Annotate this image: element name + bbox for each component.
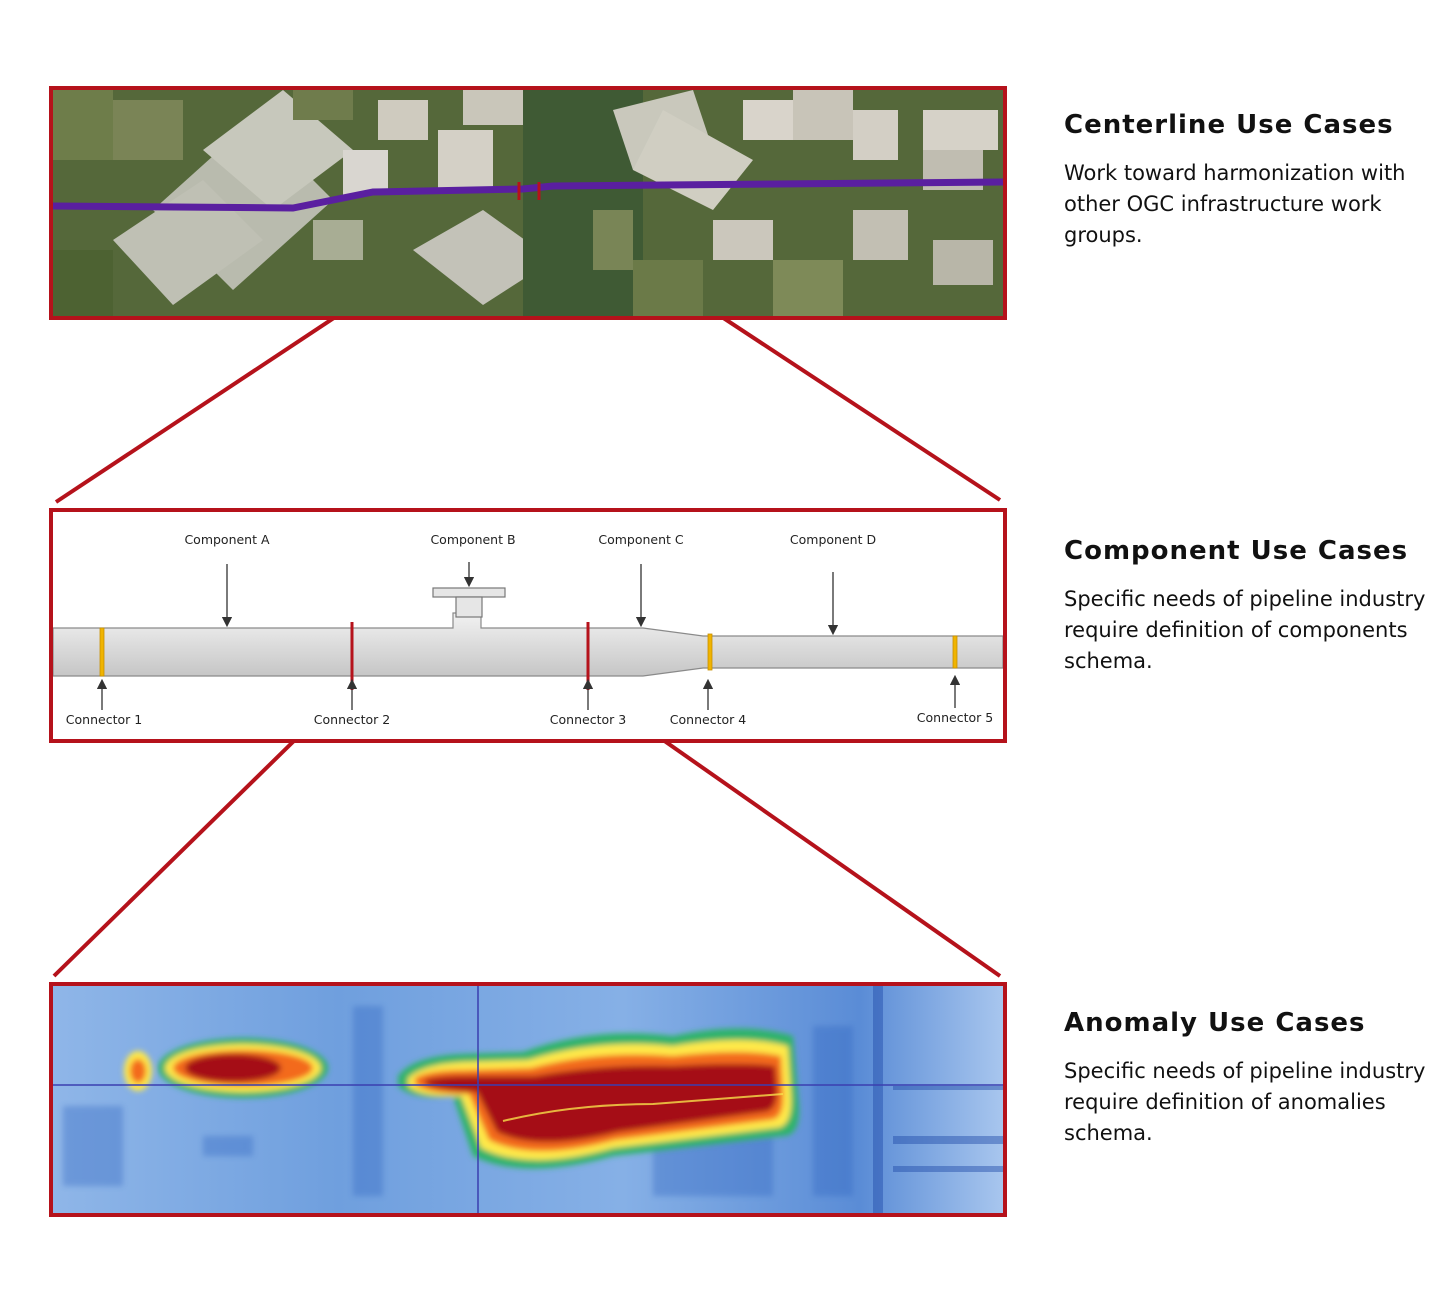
component-diagram-panel: Component A Component B Component C Comp… [49, 508, 1007, 743]
pipeline-component-diagram: Component A Component B Component C Comp… [53, 532, 1003, 727]
centerline-description: Work toward harmonization with other OGC… [1064, 161, 1406, 247]
connector-band-5 [952, 635, 958, 669]
connector-band-4 [707, 633, 713, 671]
pipeline-centerline [53, 178, 1003, 212]
label-connector-4: Connector 4 [670, 712, 746, 727]
label-component-d: Component D [790, 532, 876, 547]
anomaly-heatmap-panel [49, 982, 1007, 1217]
label-connector-3: Connector 3 [550, 712, 626, 727]
label-component-c: Component C [598, 532, 684, 547]
label-connector-1: Connector 1 [66, 712, 142, 727]
anomaly-blob-left [124, 1038, 328, 1098]
valve-shape [432, 587, 506, 618]
component-description-block: Component Use Cases Specific needs of pi… [1064, 536, 1434, 677]
anomaly-inner-streak [502, 1093, 784, 1122]
anomaly-title: Anomaly Use Cases [1064, 1008, 1366, 1038]
connector-band-1 [99, 627, 105, 677]
anomaly-heatmap [53, 986, 1003, 1213]
centerline-description-block: Centerline Use Cases Work toward harmoni… [1064, 110, 1434, 251]
label-connector-2: Connector 2 [314, 712, 390, 727]
label-connector-5: Connector 5 [917, 710, 993, 725]
component-title: Component Use Cases [1064, 536, 1409, 566]
pipe-body [53, 612, 1003, 677]
centerline-satellite-panel [49, 86, 1007, 320]
anomaly-description-block: Anomaly Use Cases Specific needs of pipe… [1064, 1008, 1434, 1149]
label-component-a: Component A [184, 532, 270, 547]
centerline-title: Centerline Use Cases [1064, 110, 1394, 140]
anomaly-description: Specific needs of pipeline industry requ… [1064, 1059, 1426, 1145]
component-description: Specific needs of pipeline industry requ… [1064, 587, 1426, 673]
anomaly-blob-main [398, 1028, 799, 1169]
label-component-b: Component B [430, 532, 515, 547]
satellite-image [53, 90, 1003, 316]
